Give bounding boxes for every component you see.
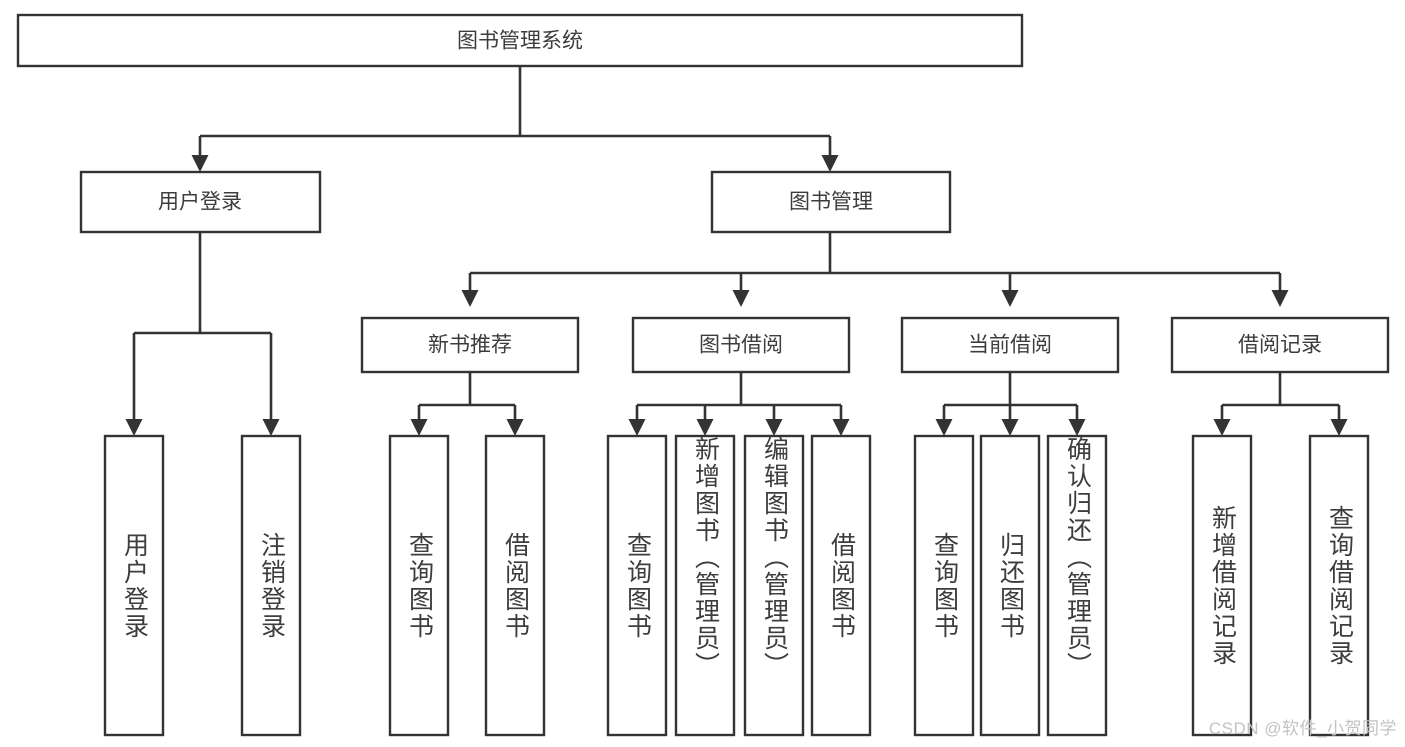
node-book-management[interactable] [710, 170, 952, 234]
arrow-user-login-leaf-2 [262, 419, 280, 436]
node-root-label: 图书管理系统 [457, 30, 583, 53]
arrow-current-borrow-leaf-3 [1068, 419, 1086, 436]
leaf-box-borrow-records-1[interactable] [1191, 434, 1253, 737]
arrow-new-book-leaf-2 [506, 419, 524, 436]
arrow-borrow-records-leaf-1 [1213, 419, 1231, 436]
leaf-box-borrow-records-2[interactable] [1308, 434, 1370, 737]
leaf-box-user-login-1[interactable] [103, 434, 165, 737]
arrow-book-borrow-leaf-3 [765, 419, 783, 436]
arrow-to-book-borrow [732, 290, 750, 307]
arrow-current-borrow-leaf-1 [935, 419, 953, 436]
node-current-borrow-label: 当前借阅 [968, 334, 1052, 357]
arrow-to-borrow-records [1271, 290, 1289, 307]
node-borrow-records[interactable] [1170, 316, 1390, 374]
node-book-borrow-label: 图书借阅 [699, 334, 783, 357]
arrow-to-new-book-recommend [461, 290, 479, 307]
node-layer: 图书管理系统 用户登录 图书管理 新书推荐 图书借阅 当前借阅 借阅记录 [16, 13, 1390, 737]
leaf-box-new-book-1[interactable] [388, 434, 450, 737]
arrow-book-borrow-leaf-2 [696, 419, 714, 436]
node-book-management-label: 图书管理 [789, 191, 873, 214]
node-borrow-records-label: 借阅记录 [1238, 334, 1322, 357]
arrow-root-to-user-login [191, 155, 209, 172]
node-user-login-label: 用户登录 [158, 191, 242, 214]
node-current-borrow[interactable] [900, 316, 1120, 374]
leaf-box-book-borrow-3[interactable] [743, 434, 805, 737]
arrow-borrow-records-leaf-2 [1330, 419, 1348, 436]
node-new-book-recommend-label: 新书推荐 [428, 334, 512, 357]
node-root-book-management-system[interactable] [16, 13, 1024, 68]
leaf-box-new-book-2[interactable] [484, 434, 546, 737]
node-new-book-recommend[interactable] [360, 316, 580, 374]
arrow-root-to-book-mgmt [821, 155, 839, 172]
leaf-box-current-borrow-1[interactable] [913, 434, 975, 737]
leaf-box-user-login-2[interactable] [240, 434, 302, 737]
arrow-current-borrow-leaf-2 [1001, 419, 1019, 436]
arrow-book-borrow-leaf-1 [628, 419, 646, 436]
leaf-box-book-borrow-4[interactable] [810, 434, 872, 737]
leaf-box-current-borrow-3[interactable] [1046, 434, 1108, 737]
node-user-login[interactable] [79, 170, 322, 234]
arrow-user-login-leaf-1 [125, 419, 143, 436]
arrow-book-borrow-leaf-4 [832, 419, 850, 436]
leaf-box-book-borrow-1[interactable] [606, 434, 668, 737]
arrow-to-current-borrow [1001, 290, 1019, 307]
leaf-box-book-borrow-2[interactable] [674, 434, 736, 737]
node-book-borrow[interactable] [631, 316, 851, 374]
arrow-new-book-leaf-1 [410, 419, 428, 436]
connector-layer [125, 66, 1348, 436]
leaf-box-current-borrow-2[interactable] [979, 434, 1041, 737]
